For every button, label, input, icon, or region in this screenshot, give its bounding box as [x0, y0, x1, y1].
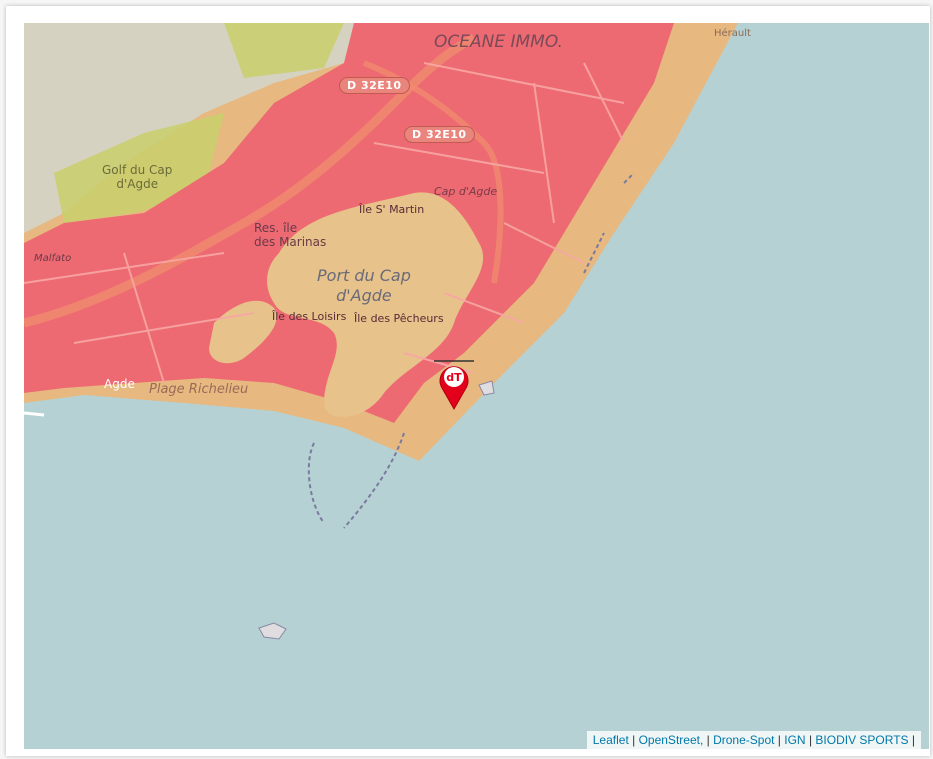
- small-island: [478, 380, 495, 396]
- coastline: [24, 411, 45, 417]
- label-golf: Golf du Cap d'Agde: [102, 163, 173, 191]
- attribution-biodiv-link[interactable]: BIODIV SPORTS: [815, 733, 909, 747]
- label-cap-agde: Cap d'Agde: [434, 185, 498, 198]
- map-attribution: Leaflet | OpenStreet, | Drone-Spot | IGN…: [586, 731, 921, 749]
- attribution-separator: |: [628, 733, 639, 747]
- road-shield-d32e10: D 32E10: [404, 126, 475, 143]
- port-area: [267, 192, 484, 417]
- map-canvas[interactable]: OCEANE IMMO. D 32E10 D 32E10 Golf du Cap…: [24, 23, 929, 749]
- attribution-separator: |: [805, 733, 816, 747]
- label-ile-st-martin: Île S' Martin: [359, 203, 425, 216]
- label-res-ile: Res. île des Marinas: [254, 221, 327, 249]
- marker-text: dT: [446, 371, 462, 384]
- attribution-separator: |: [774, 733, 785, 747]
- label-malfato: Malfato: [34, 253, 72, 264]
- attribution-ign-link[interactable]: IGN: [784, 733, 806, 747]
- attribution-trailing: |: [908, 733, 915, 747]
- green-area: [224, 23, 344, 78]
- attribution-leaflet-link[interactable]: Leaflet: [592, 733, 629, 747]
- label-oceane: OCEANE IMMO.: [434, 32, 563, 52]
- attribution-openstreet-link[interactable]: OpenStreet,: [638, 733, 704, 747]
- land-area: [24, 23, 354, 233]
- map-marker-pin[interactable]: dT: [434, 358, 474, 410]
- small-island: [258, 622, 287, 640]
- road: [24, 33, 477, 328]
- label-plage: Plage Richelieu: [149, 382, 249, 397]
- label-port: Port du Cap d'Agde: [317, 266, 411, 305]
- road-shield-d32e10: D 32E10: [339, 77, 410, 94]
- label-ile-pecheurs: Île des Pêcheurs: [354, 312, 444, 325]
- label-agde: Agde: [104, 377, 135, 391]
- label-ile-loisirs: Île des Loisirs: [272, 310, 347, 323]
- attribution-dronespot-link[interactable]: Drone-Spot: [713, 733, 775, 747]
- map-tiles: [24, 23, 929, 749]
- minor-roads: [24, 62, 625, 384]
- attribution-separator: |: [703, 733, 714, 747]
- port-area: [209, 300, 277, 364]
- label-herault: Hérault: [714, 28, 751, 39]
- jetties: [307, 172, 635, 529]
- marker-pin-icon: dT: [434, 360, 474, 410]
